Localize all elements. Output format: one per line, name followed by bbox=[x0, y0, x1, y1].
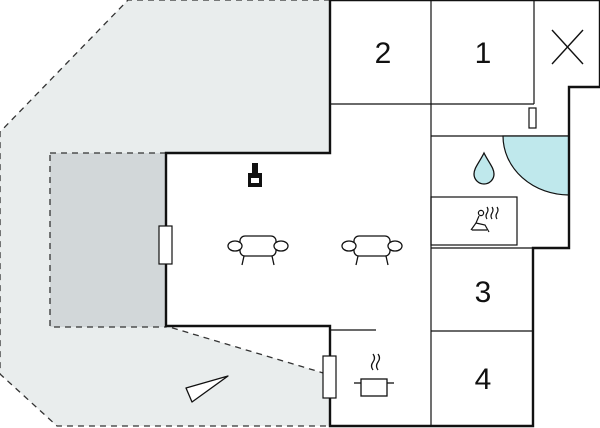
door-bathroom bbox=[528, 107, 537, 129]
water-drop-icon bbox=[473, 151, 495, 185]
toilet-cross-icon bbox=[551, 29, 584, 65]
window-living-west bbox=[158, 225, 173, 265]
north-arrow-icon bbox=[185, 375, 229, 403]
room-2-label: 2 bbox=[375, 37, 392, 70]
window-kitchen-west bbox=[322, 355, 337, 399]
armchair-icon bbox=[341, 235, 403, 266]
sauna-icon bbox=[470, 206, 499, 233]
room-4-label: 4 bbox=[475, 363, 492, 396]
covered-terrace-area bbox=[49, 152, 167, 328]
room-3-label: 3 bbox=[475, 276, 492, 309]
wood-stove-icon bbox=[248, 163, 262, 187]
room-1-label: 1 bbox=[475, 37, 492, 70]
sauna-room bbox=[430, 196, 518, 246]
cooking-pot-icon bbox=[354, 353, 394, 397]
exterior-walls bbox=[164, 0, 600, 428]
armchair-icon bbox=[227, 235, 289, 266]
shower-area bbox=[502, 135, 570, 196]
